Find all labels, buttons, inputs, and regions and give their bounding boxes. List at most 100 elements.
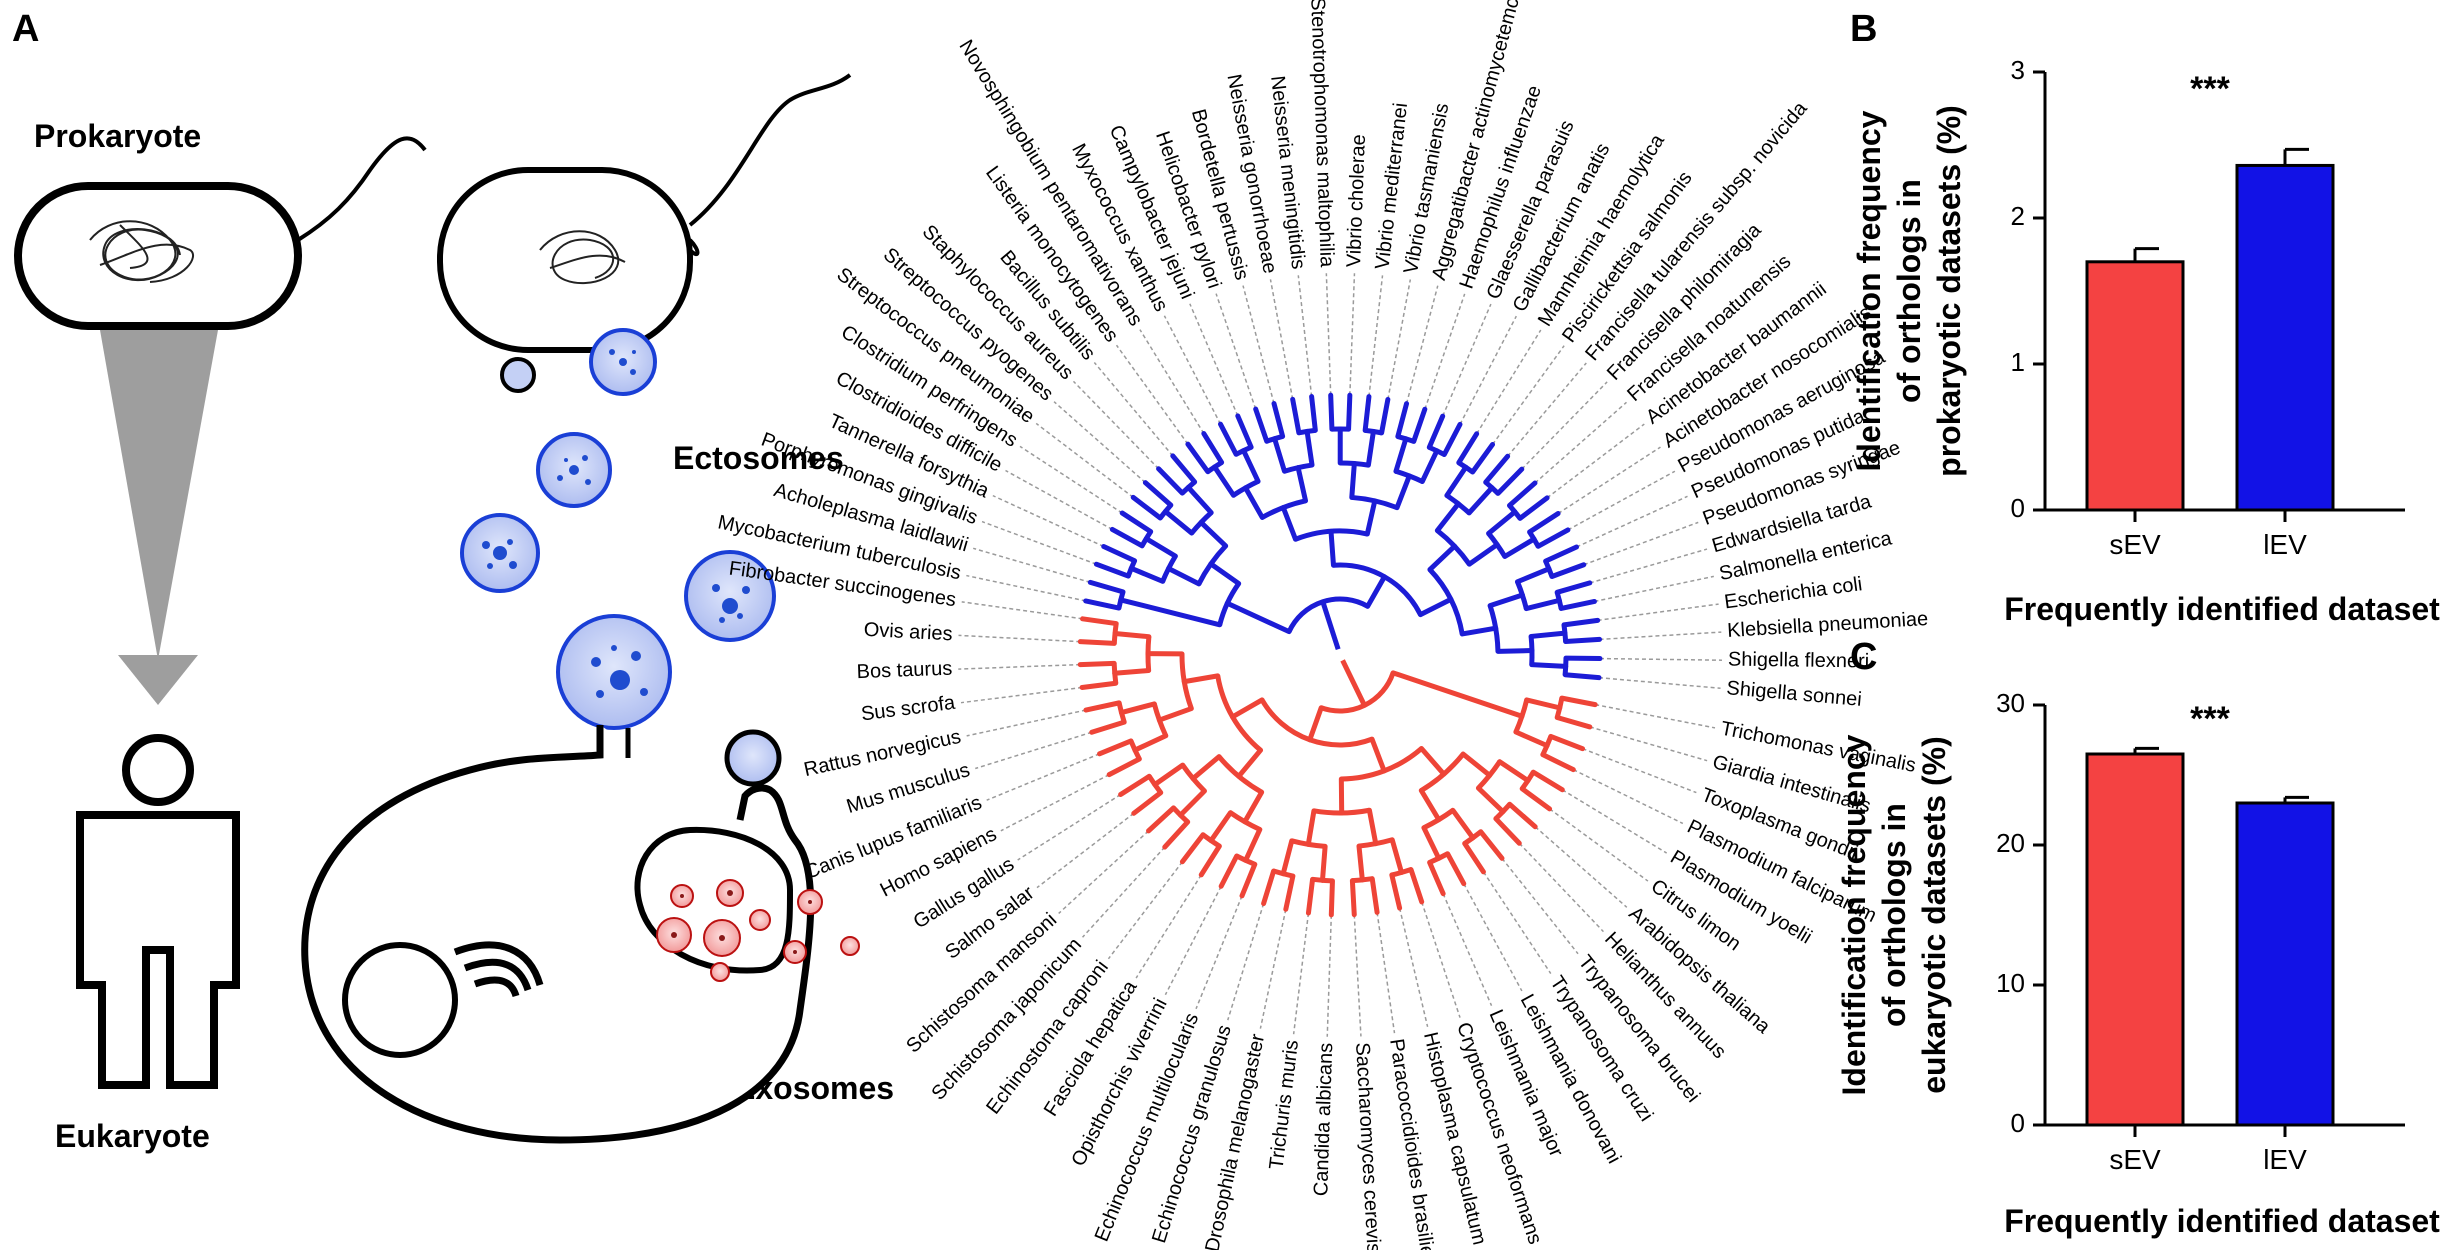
eukaryote-branch [1408,867,1425,905]
prokaryote-branch [1427,543,1458,573]
bar-lEV [2235,163,2335,512]
prokaryote-guide [1507,362,1587,457]
eukaryote-branch [1083,700,1122,713]
panel-letter-b: B [1850,8,1878,50]
prokaryote-branch [1185,484,1214,516]
eukaryote-branch [1507,801,1538,830]
prokaryote-branch [1563,636,1603,644]
prokaryote-branch [1523,597,1562,612]
prokaryote-branch [1198,519,1229,549]
nucleus [342,942,458,1058]
prokaryote-guide [1349,273,1356,396]
prokaryote-guide [1189,303,1239,417]
eukaryote-guide [1534,826,1628,908]
prokaryote-branch [1128,565,1166,584]
prokaryote-guide [1325,273,1332,396]
prokaryote-branch [1562,672,1602,681]
prokaryote-guide [1557,446,1661,515]
prokaryote-branch [1529,662,1569,669]
eukaryote-guide [1227,903,1265,1021]
eukaryote-branch [1208,810,1233,844]
prokaryote-taxon-label: Klebsiella pneumoniae [1727,608,1929,642]
eukaryote-guide [1036,812,1135,889]
prokaryote-branch [1201,431,1225,465]
eukaryote-branch [1118,701,1157,716]
prokaryote-branch [1379,396,1391,436]
prokaryote-branch [1217,421,1239,457]
eukaryote-branch [1513,729,1550,749]
prokaryote-guide [1019,445,1123,514]
eukaryote-branch [1475,785,1506,815]
eukaryote-guide [1518,842,1604,933]
prokaryote-branch [1486,509,1518,536]
prokaryote-branch [1346,392,1353,432]
eukaryote-branch [1077,660,1117,668]
prokaryote-guide [1405,285,1439,404]
x-axis-title: Frequently identified dataset [2004,1203,2440,1239]
eukaryote-branch [1349,878,1357,918]
prokaryote-branch [1362,394,1372,433]
eukaryote-branch [1097,738,1134,757]
prokaryote-branch [1394,473,1412,511]
prokaryote-guide [992,494,1105,548]
prokaryote-branch [1241,448,1261,484]
eukaryote-branch [1239,861,1258,899]
prokaryote-guide [1476,329,1542,435]
prokaryote-branch [1166,566,1202,587]
prokaryote-branch [1253,406,1270,444]
prokaryote-branch [1393,436,1409,474]
prokaryote-guide [1269,279,1294,400]
eukaryote-guide [1195,895,1243,1010]
eukaryote-guide [986,753,1100,801]
prokaryote-guide [1072,380,1160,470]
y-tick-label: 1 [2011,347,2025,377]
eukaryote-taxon-label: Bos taurus [856,658,952,684]
prokaryote-guide [1139,329,1205,434]
x-tick-label: lEV [2263,1144,2307,1175]
eukaryote-person-icon [76,734,240,1089]
prokaryote-guide [1424,293,1466,410]
bar-sEV [2085,260,2185,512]
prokaryote-branch [1466,542,1500,567]
prokaryote-guide [1387,279,1412,400]
eukaryote-branch [1146,805,1177,834]
eukaryote-branch [1162,819,1191,850]
exosome-cargo [671,890,812,954]
prokaryote-branch [1142,480,1174,508]
eukaryote-guide [1398,907,1429,1027]
prokaryote-guide [1598,676,1721,690]
prokaryote-branch [1527,510,1561,535]
eukaryote-branch [1230,697,1265,720]
y-tick-label: 30 [1996,688,2025,718]
prokaryote-guide [1594,575,1714,603]
transmission-arrowhead [118,655,198,705]
prokaryote-branch [1272,436,1287,474]
eukaryote-guide [1000,773,1110,832]
eukaryote-branch [1132,733,1169,753]
eukaryote-branch [1179,832,1206,865]
eukaryote-guide [1292,912,1310,1035]
prokaryote-branch [1483,453,1511,485]
eukaryote-branch [1177,788,1207,818]
prokaryote-branch [1456,431,1480,466]
prokaryote-branch [1185,441,1211,475]
eukaryote-branch [1190,754,1222,782]
prokaryote-taxon-label: Shigella sonnei [1726,677,1863,711]
eukaryote-taxon-label: Sus scrofa [860,692,957,726]
eukaryote-guide [1549,808,1649,882]
prokaryote-branch [1411,406,1428,444]
tree-guide-lines [958,273,1722,1037]
eukaryote-guide [1561,789,1668,854]
prokaryote-branch [1093,561,1131,579]
prokaryote-branch [1502,536,1537,559]
bar-lEV [2235,801,2335,1127]
eukaryote-guide [960,686,1083,704]
eukaryote-branch [1198,843,1222,878]
eukaryote-guide [1573,769,1684,825]
prokaryote-branch [1514,566,1552,585]
y-tick-label: 0 [2011,1108,2025,1138]
eukaryote-branch [1530,769,1565,793]
eukaryote-branch [1445,851,1467,887]
